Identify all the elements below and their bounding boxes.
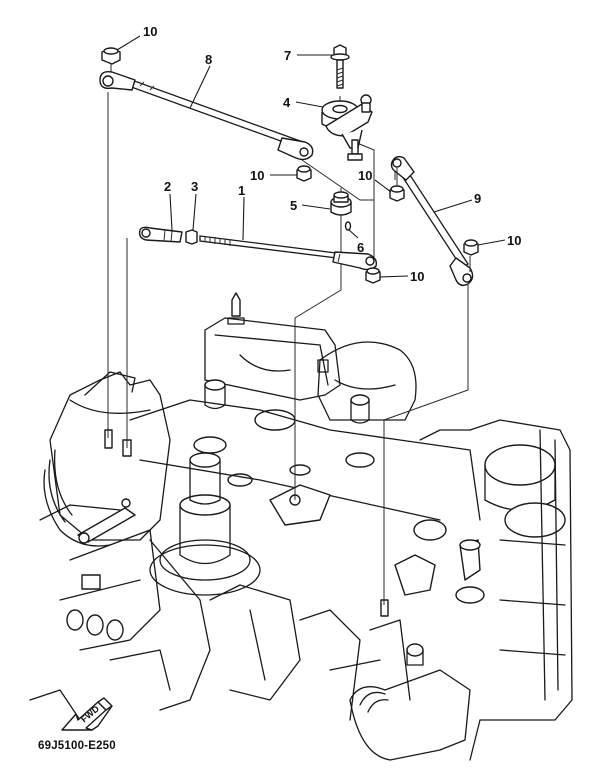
drawing-code: 69J5100-E250 <box>38 740 116 752</box>
callout-10-top-left: 10 <box>116 24 157 51</box>
callout-label: 2 <box>164 179 171 194</box>
callout-1: 1 <box>238 183 245 241</box>
callout-label: 1 <box>238 183 245 198</box>
callout-label: 9 <box>474 191 481 206</box>
part-9-link-rod <box>390 155 474 287</box>
callout-9: 9 <box>433 191 481 213</box>
part-4-lever <box>321 94 373 161</box>
part-5-collar <box>330 191 352 216</box>
callout-6: 6 <box>348 229 364 255</box>
part-10-nut-a <box>101 47 121 72</box>
callout-10-bottom: 10 <box>379 269 424 284</box>
callout-label: 10 <box>143 24 157 39</box>
callout-10-mid-left: 10 <box>250 168 297 183</box>
part-10-nut-e <box>463 239 479 272</box>
part-3-nut <box>185 229 198 245</box>
callout-2: 2 <box>164 179 173 231</box>
drive-shaft-housing <box>149 452 261 596</box>
callout-label: 3 <box>191 179 198 194</box>
part-10-nut-b <box>296 165 312 182</box>
engine-bosses <box>193 379 566 604</box>
callout-label: 7 <box>284 48 291 63</box>
callout-8: 8 <box>189 52 212 109</box>
callout-label: 10 <box>250 168 264 183</box>
callout-5: 5 <box>290 198 331 213</box>
callout-10-mid-right: 10 <box>358 168 392 193</box>
bottom-coupling <box>349 643 471 761</box>
callouts: 10 8 7 4 10 10 2 3 <box>116 24 521 284</box>
callout-3: 3 <box>191 179 198 231</box>
callout-label: 6 <box>357 240 364 255</box>
part-10-nut-c <box>365 267 381 284</box>
callout-10-right: 10 <box>477 233 521 248</box>
part-1-link-rod <box>199 235 378 271</box>
part-2-rod-end <box>138 226 183 243</box>
engine-block-illustration <box>29 292 573 761</box>
callout-label: 10 <box>507 233 521 248</box>
assembly-alignment-lines <box>107 92 469 605</box>
part-7-bolt <box>330 44 350 89</box>
part-8-link-rod <box>99 70 314 161</box>
callout-7: 7 <box>284 48 333 63</box>
part-6-pin <box>344 221 352 231</box>
callout-label: 10 <box>410 269 424 284</box>
callout-label: 4 <box>283 95 291 110</box>
callout-label: 5 <box>290 198 297 213</box>
fwd-direction-arrow: FWD <box>61 697 113 731</box>
callout-label: 8 <box>205 52 212 67</box>
callout-4: 4 <box>283 95 324 110</box>
part-10-nut-d <box>389 168 405 202</box>
callout-label: 10 <box>358 168 372 183</box>
